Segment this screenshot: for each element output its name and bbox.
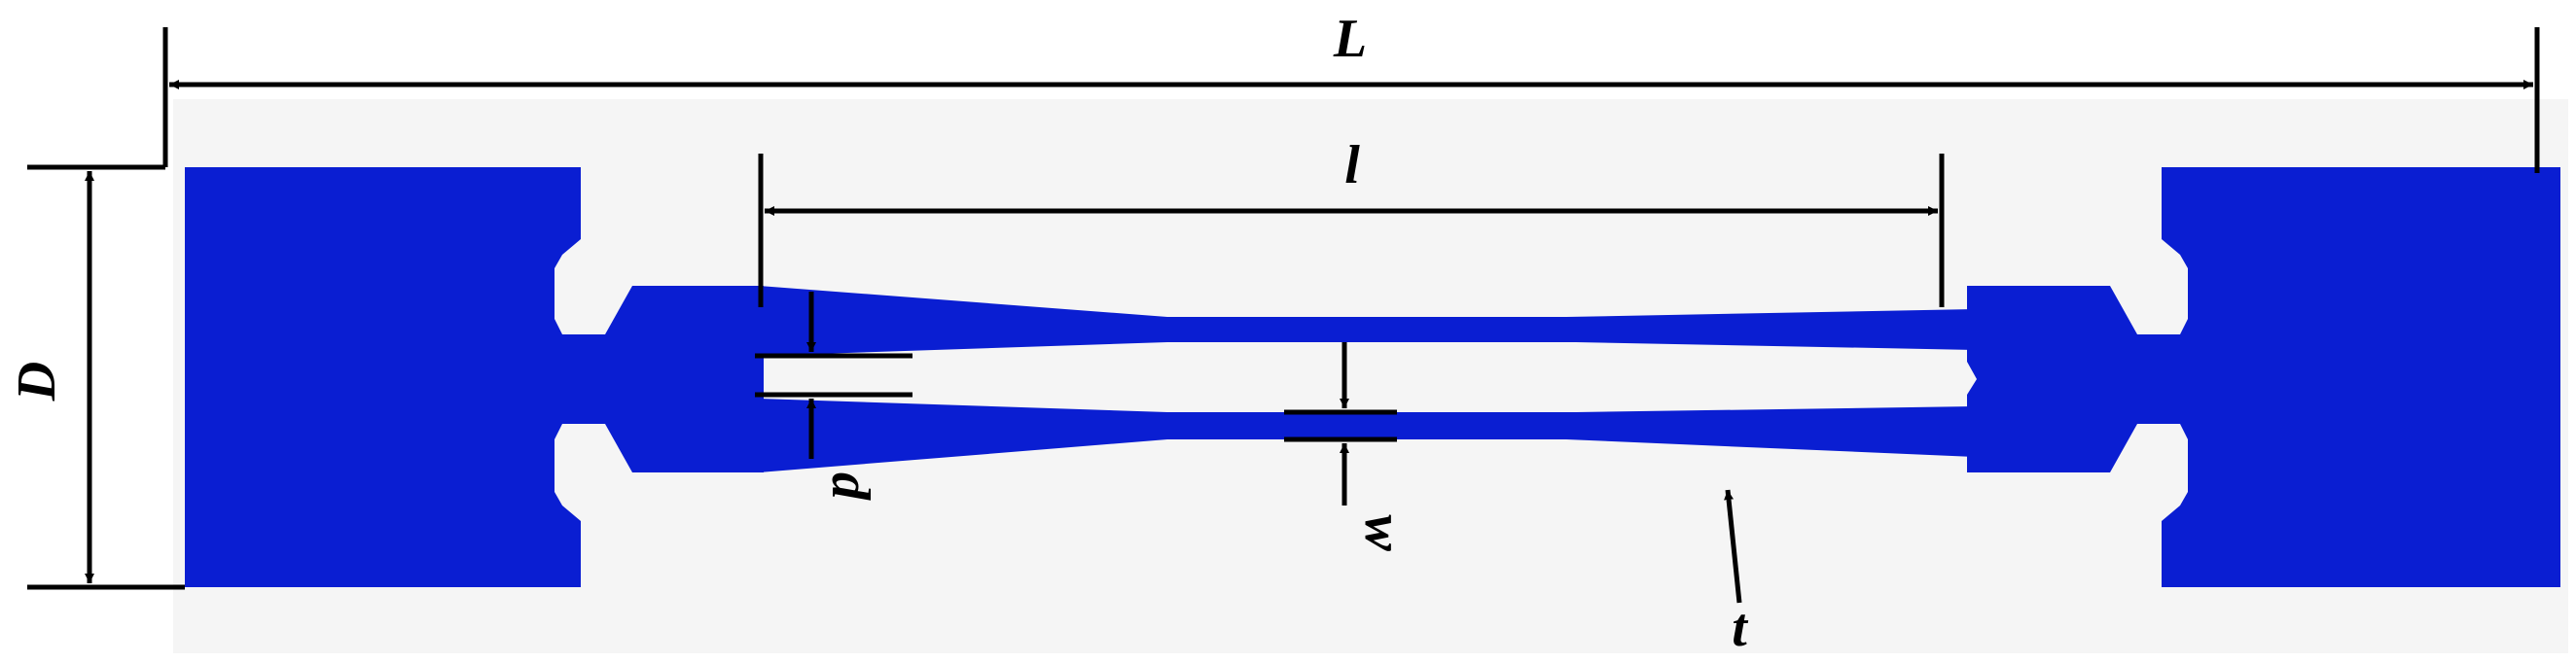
right-grip [1967,167,2560,587]
thickness-leader [1724,489,1742,604]
label-overall-length: L [1333,9,1367,69]
label-thickness: t [1732,598,1748,658]
label-middle-width: w [1353,514,1413,551]
gauge-upper-beam [759,286,1975,356]
label-gauge-length: l [1344,135,1360,195]
dimension-lines [27,27,2540,604]
specimen [185,167,2560,587]
label-end-width: d [820,472,880,501]
label-grip-width: D [7,362,67,401]
gauge-lower-beam [759,399,1975,472]
left-grip [185,167,764,587]
